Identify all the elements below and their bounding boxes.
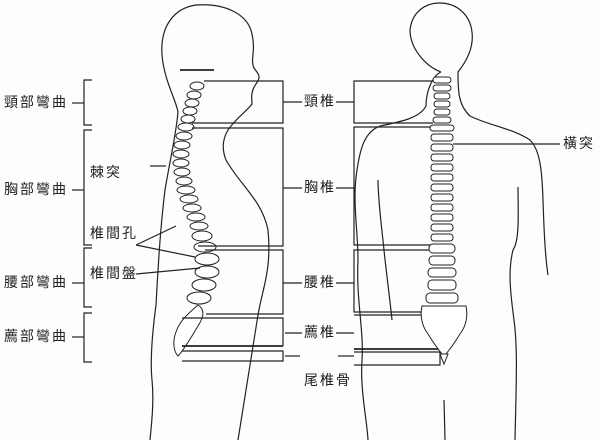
label-thoracic-curve: 胸部彎曲: [4, 182, 68, 198]
label-sacral-curve: 薦部彎曲: [4, 329, 68, 345]
label-sacral-vertebrae: 薦椎: [304, 325, 336, 341]
label-cervical-curve: 頸部彎曲: [4, 95, 68, 111]
region-boxes: [182, 80, 441, 366]
lateral-body-outline: [149, 4, 270, 440]
posterior-body-outline: [354, 2, 549, 440]
lateral-leaders: [135, 165, 201, 275]
label-coccyx: 尾椎骨: [304, 373, 352, 389]
curvature-brackets: [72, 79, 92, 363]
label-intervertebral-foramen: 椎間孔: [90, 226, 138, 242]
posterior-spine: [420, 76, 560, 366]
label-lumbar-curve: 腰部彎曲: [4, 275, 68, 291]
label-intervertebral-disc: 椎間盤: [90, 266, 138, 282]
label-transverse-process: 橫突: [563, 136, 595, 152]
lateral-spine: [172, 81, 220, 357]
label-thoracic-vertebrae: 胸椎: [304, 180, 336, 196]
label-cervical-vertebrae: 頸椎: [304, 94, 336, 110]
label-lumbar-vertebrae: 腰椎: [304, 275, 336, 291]
label-spinous-process: 棘突: [90, 165, 122, 181]
